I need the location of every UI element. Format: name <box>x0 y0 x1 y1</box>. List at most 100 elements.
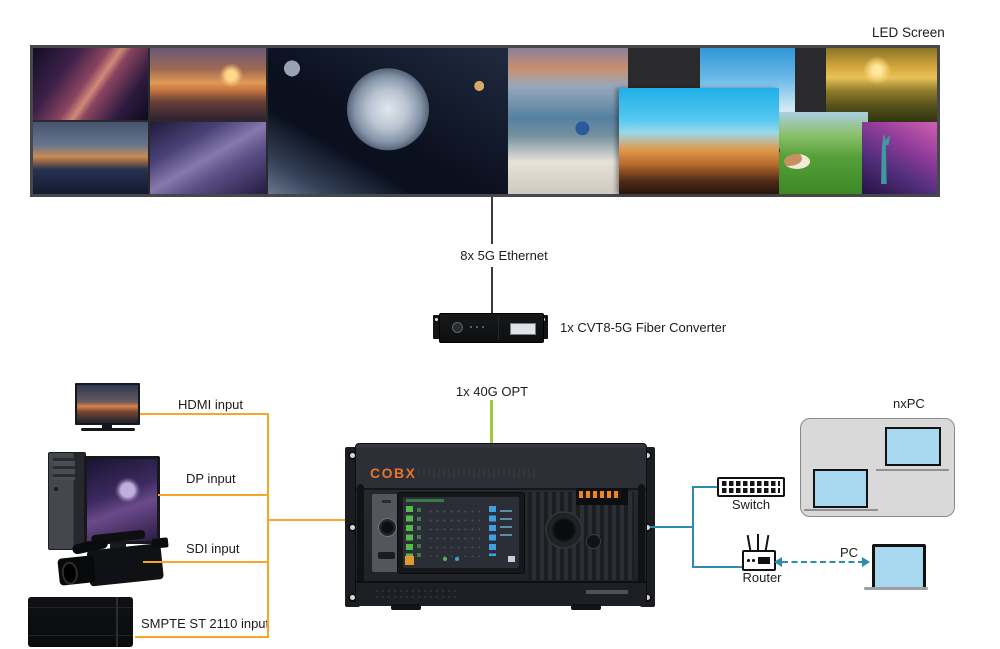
led-tile-sunset-pier <box>150 48 266 120</box>
statue-silhouette <box>881 134 890 184</box>
router-led <box>752 559 755 562</box>
brand-logo: COBX <box>370 465 417 481</box>
control-label <box>382 500 391 503</box>
server-seam <box>28 635 133 636</box>
hdmi-input-label: HDMI input <box>178 397 244 412</box>
switch-label: Switch <box>731 497 771 512</box>
led-tile-galaxy-nebula <box>33 48 148 120</box>
arrow-right-icon <box>862 557 870 567</box>
converter-chassis <box>439 313 544 343</box>
bottom-vents <box>374 588 458 601</box>
blue-dot <box>455 557 459 561</box>
pc-tower <box>48 452 86 550</box>
touchscreen-bezel <box>397 492 525 574</box>
video-camera-icon <box>55 527 173 598</box>
screw-dot <box>435 318 438 321</box>
output-line <box>650 526 694 528</box>
switch-ports-row <box>722 481 780 486</box>
router-antenna <box>746 534 752 552</box>
logo-dot-pattern <box>418 468 538 478</box>
media-server-icon <box>28 597 133 647</box>
dp-input-label: DP input <box>186 471 236 486</box>
cyan-readout <box>500 510 512 538</box>
router-label: Router <box>742 570 782 585</box>
status-dot-grid <box>427 507 485 557</box>
model-text <box>586 590 628 594</box>
pc-monitor-screen <box>84 456 160 544</box>
screw <box>350 453 355 458</box>
ethernet-label: 8x 5G Ethernet <box>460 248 548 263</box>
input-trunk-line <box>267 413 269 638</box>
green-level-bars <box>406 506 413 562</box>
ethernet-line-bottom <box>491 267 493 313</box>
secondary-knob <box>586 534 601 549</box>
green-tick-bars <box>417 508 421 560</box>
opt-line <box>490 400 493 443</box>
output-trunk-line <box>692 486 694 568</box>
pc-label: PC <box>840 545 859 560</box>
laptop-icon <box>864 544 928 591</box>
pc-monitor-stand-line <box>876 469 949 471</box>
control-knob <box>545 511 583 549</box>
laptop-display-icon <box>75 383 140 431</box>
led-tile-statue-of-liberty-night <box>862 122 937 194</box>
converter-led-dots <box>470 326 488 328</box>
converter-label: 1x CVT8-5G Fiber Converter <box>560 320 727 335</box>
dp-line <box>158 494 269 496</box>
processor-chassis: COBX <box>355 443 647 606</box>
router-led <box>747 559 750 562</box>
green-dot <box>443 557 447 561</box>
led-tile-coastal-dusk <box>33 122 148 194</box>
monitor-base <box>81 428 135 431</box>
touchscreen <box>403 497 519 568</box>
router-antenna <box>764 534 770 552</box>
led-tile-santorini-coast <box>508 48 628 194</box>
input-feed-line <box>267 519 348 521</box>
foot <box>391 604 421 610</box>
monitor-screen <box>75 383 140 425</box>
handle-right <box>638 484 645 586</box>
switch-line <box>692 486 718 488</box>
switch-ports-row <box>722 488 780 493</box>
processor-bottom-strip <box>356 581 646 606</box>
camera-viewfinder <box>151 537 169 549</box>
led-tile-chinese-ancient-town <box>619 88 779 194</box>
screw <box>350 525 355 530</box>
screw <box>350 595 355 600</box>
fiber-converter <box>433 313 548 343</box>
laptop-base <box>864 587 928 590</box>
orange-tile <box>405 556 414 565</box>
screw <box>645 525 650 530</box>
converter-ear-left <box>433 315 441 339</box>
tower-button <box>54 487 58 491</box>
pc-monitor-stand-line <box>804 509 878 511</box>
pc-monitor <box>885 427 941 466</box>
router-line <box>692 566 744 568</box>
power-button <box>378 518 397 537</box>
led-tile-moon-space <box>268 48 508 194</box>
sdi-line <box>143 561 269 563</box>
server-seam <box>28 607 133 608</box>
white-key <box>508 556 515 562</box>
server-groove <box>116 597 118 647</box>
foot <box>571 604 601 610</box>
tower-vents <box>53 458 75 480</box>
video-processor: COBX <box>345 443 655 615</box>
opt-label: 1x 40G OPT <box>455 384 529 399</box>
laptop-screen <box>872 544 926 590</box>
screen-status-text <box>406 499 444 502</box>
ethernet-line-top <box>491 197 493 244</box>
wireless-dashed-line <box>782 561 864 563</box>
sdi-input-label: SDI input <box>186 541 240 556</box>
smpte-line <box>135 636 269 638</box>
router-icon <box>742 550 776 571</box>
led-tile-golden-forest-lake <box>826 48 937 122</box>
vent-fins <box>528 492 634 580</box>
small-button <box>378 552 395 559</box>
processor-top-strip: COBX <box>356 448 646 490</box>
router-port-block <box>758 557 770 564</box>
nxpc-group-box <box>800 418 955 517</box>
arrow-left-icon <box>774 557 782 567</box>
control-strip <box>372 494 401 572</box>
segment-display <box>576 488 628 505</box>
